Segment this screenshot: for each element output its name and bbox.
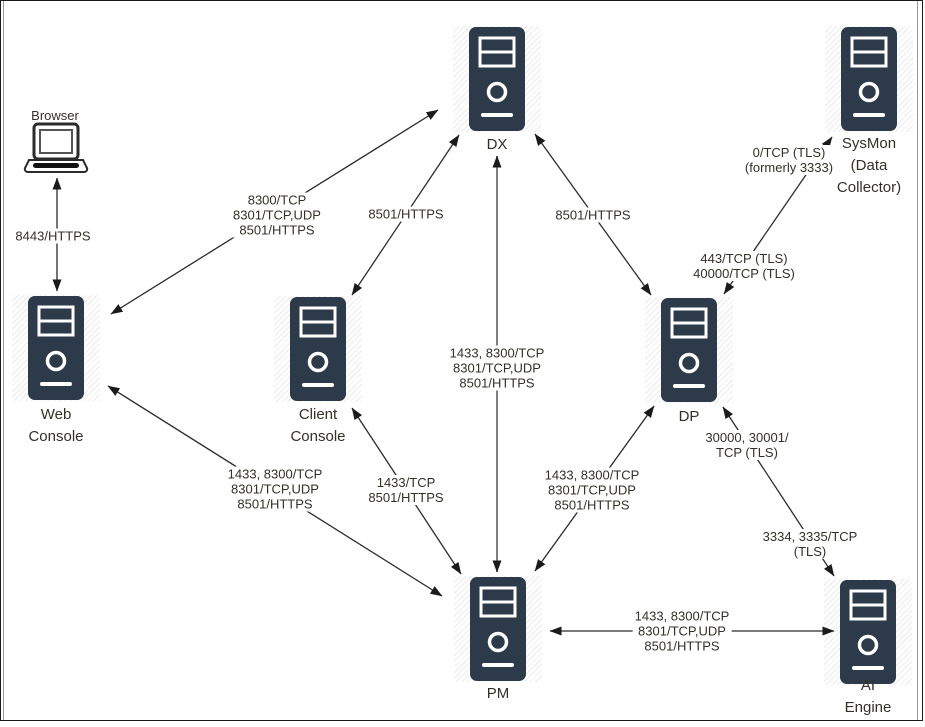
edge-label-sysmon-dp-upper: 0/TCP (TLS) (formerly 3333) <box>742 145 836 175</box>
edge-label-pm-ai: 1433, 8300/TCP 8301/TCP,UDP 8501/HTTPS <box>632 608 732 654</box>
edge-label-web-dx: 8300/TCP 8301/TCP,UDP 8501/HTTPS <box>231 192 323 238</box>
server-icon-dx <box>469 27 525 131</box>
edge-label-client-dx: 8501/HTTPS <box>366 206 446 222</box>
node-label-sysmon: SysMon (Data Collector) <box>836 135 902 196</box>
node-label-ai-engine: AI Engine <box>844 677 892 716</box>
edge-label-dp-dx: 8501/HTTPS <box>553 207 633 223</box>
server-icon-web-console <box>28 296 84 400</box>
node-label-web-console: Web Console <box>28 406 84 445</box>
node-label-client-console: Client Console <box>290 406 346 445</box>
page-border-inner-right <box>917 1 918 720</box>
server-icon-sysmon <box>841 27 897 131</box>
edge-label-web-pm: 1433, 8300/TCP 8301/TCP,UDP 8501/HTTPS <box>225 466 325 512</box>
server-icon-dp <box>661 298 717 402</box>
node-label-pm: PM <box>486 685 510 702</box>
node-label-dx: DX <box>486 136 508 153</box>
edge-label-browser-web: 8443/HTTPS <box>13 228 93 244</box>
server-icon-client-console <box>290 297 346 401</box>
node-label-dp: DP <box>678 408 700 425</box>
edge-label-dp-pm: 1433, 8300/TCP 8301/TCP,UDP 8501/HTTPS <box>542 467 642 513</box>
edge-label-dp-ai-lower: 3334, 3335/TCP (TLS) <box>760 529 860 559</box>
edge-label-sysmon-dp-lower: 443/TCP (TLS) 40000/TCP (TLS) <box>691 251 797 281</box>
edge-label-client-pm: 1433/TCP 8501/HTTPS <box>366 475 446 505</box>
edge-label-dp-ai-upper: 30000, 30001/ TCP (TLS) <box>703 430 791 460</box>
node-label-browser: Browser <box>31 108 79 123</box>
page-border-inner-left <box>3 1 4 720</box>
server-icon-ai-engine <box>840 580 896 684</box>
server-icon-pm <box>470 577 526 681</box>
edge-label-dx-pm: 1433, 8300/TCP 8301/TCP,UDP 8501/HTTPS <box>447 345 547 391</box>
laptop-icon <box>23 122 89 173</box>
